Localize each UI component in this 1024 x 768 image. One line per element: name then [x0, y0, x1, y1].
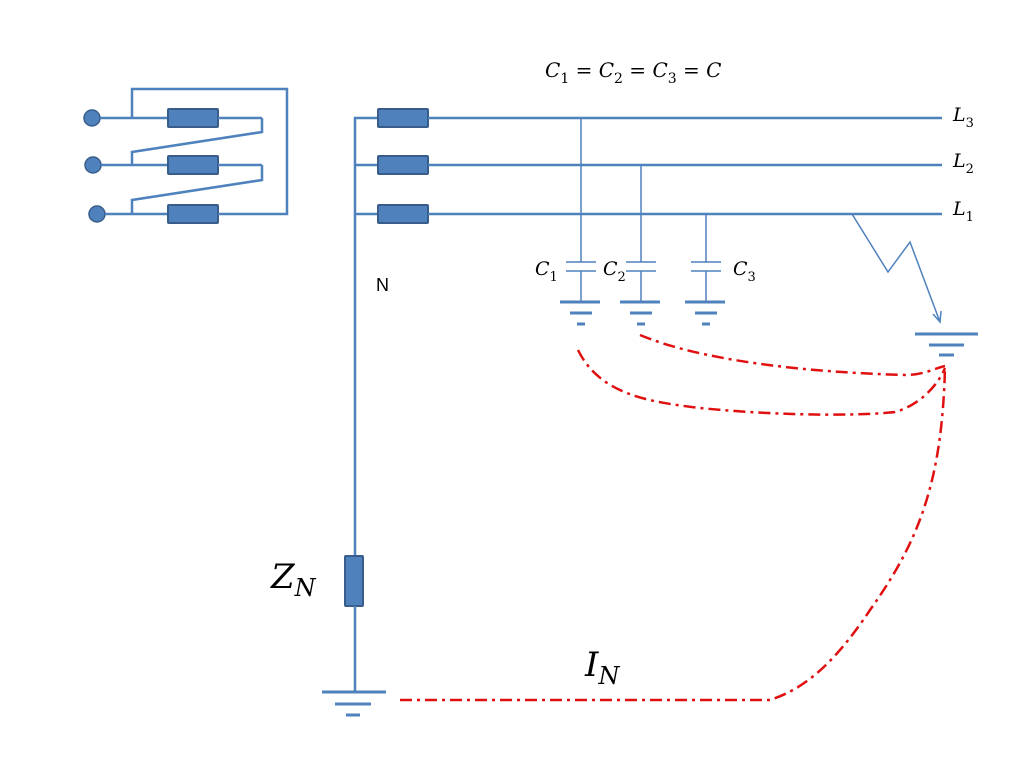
capacitor-c2: [620, 165, 660, 326]
fault-current-paths: [400, 333, 947, 702]
neutral-impedance: [344, 555, 364, 607]
equation-label: C1 = C2 = C3 = C: [545, 58, 721, 87]
winding-coil-bottom: [167, 204, 219, 224]
terminal-bottom: [88, 205, 106, 223]
line-label-l3: L3: [952, 104, 974, 131]
current-path-neutral: [400, 367, 947, 702]
winding-coil-middle: [167, 155, 219, 175]
star-coil-l1: [377, 204, 429, 224]
capacitor-label-c1: C1: [535, 258, 558, 285]
terminal-top: [83, 109, 101, 127]
current-path-c1: [576, 349, 947, 416]
neutral-conductor: [353, 116, 378, 556]
star-coil-l2: [377, 155, 429, 175]
impedance-label: ZN: [270, 557, 317, 602]
capacitor-c3: [685, 214, 725, 326]
delta-winding: [83, 87, 289, 224]
neutral-ground-icon: [322, 690, 386, 717]
line-label-l2: L2: [952, 150, 974, 177]
capacitor-label-c2: C2: [603, 258, 626, 285]
winding-coil-top: [167, 108, 219, 128]
neutral-label: N: [376, 275, 389, 295]
earth-fault: [851, 213, 978, 357]
fault-arrow: [851, 213, 941, 323]
terminal-middle: [84, 156, 102, 174]
capacitor-label-c3: C3: [733, 258, 756, 285]
line-label-l1: L1: [952, 198, 974, 225]
capacitor-c1: [560, 118, 600, 326]
star-coil-l3: [377, 108, 429, 128]
current-path-c2: [639, 333, 946, 377]
current-label: IN: [584, 645, 620, 690]
star-winding: [353, 108, 429, 556]
